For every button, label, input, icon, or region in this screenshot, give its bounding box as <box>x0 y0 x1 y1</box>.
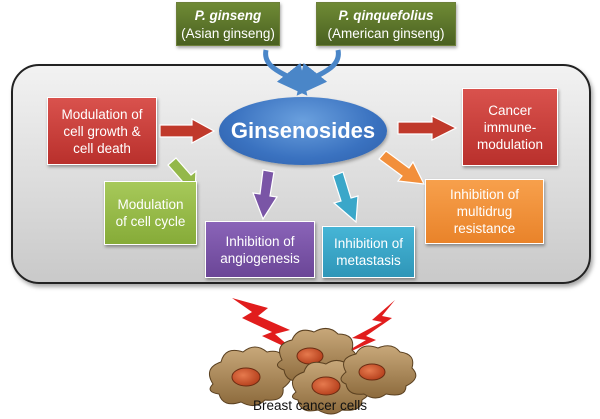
arrow-to-angiogenesis <box>252 169 279 221</box>
lightning-right-icon <box>336 300 395 358</box>
effect-cell-cycle: Modulation of cell cycle <box>104 181 197 245</box>
source-american-ginseng: P. qinquefolius (American ginseng) <box>316 2 456 46</box>
arrow-to-metastasis <box>332 171 359 224</box>
arrow-to-immune <box>397 115 458 141</box>
source-asian-ginseng: P. ginseng (Asian ginseng) <box>176 2 280 46</box>
species-name: P. qinquefolius <box>338 8 434 23</box>
arrow-to-growth <box>159 117 216 145</box>
common-name: (Asian ginseng) <box>181 26 275 41</box>
lightning-left-icon <box>232 298 296 352</box>
common-name: (American ginseng) <box>327 26 445 41</box>
cancer-cells-icon <box>208 328 417 415</box>
species-name: P. ginseng <box>194 8 262 23</box>
ginsenosides-node: Ginsenosides <box>219 97 387 165</box>
effect-multidrug-resistance: Inhibition of multidrug resistance <box>425 179 544 244</box>
effect-angiogenesis: Inhibition of angiogenesis <box>205 221 315 278</box>
effect-metastasis: Inhibition of metastasis <box>322 226 415 278</box>
effect-cell-growth: Modulation of cell growth & cell death <box>47 97 157 165</box>
effect-immune-modulation: Cancer immune-modulation <box>462 88 558 166</box>
breast-cancer-cells-label: Breast cancer cells <box>252 398 368 413</box>
arrow-to-multidrug <box>378 150 426 185</box>
curved-arrow-left <box>263 49 308 96</box>
curved-arrow-right <box>296 49 341 96</box>
